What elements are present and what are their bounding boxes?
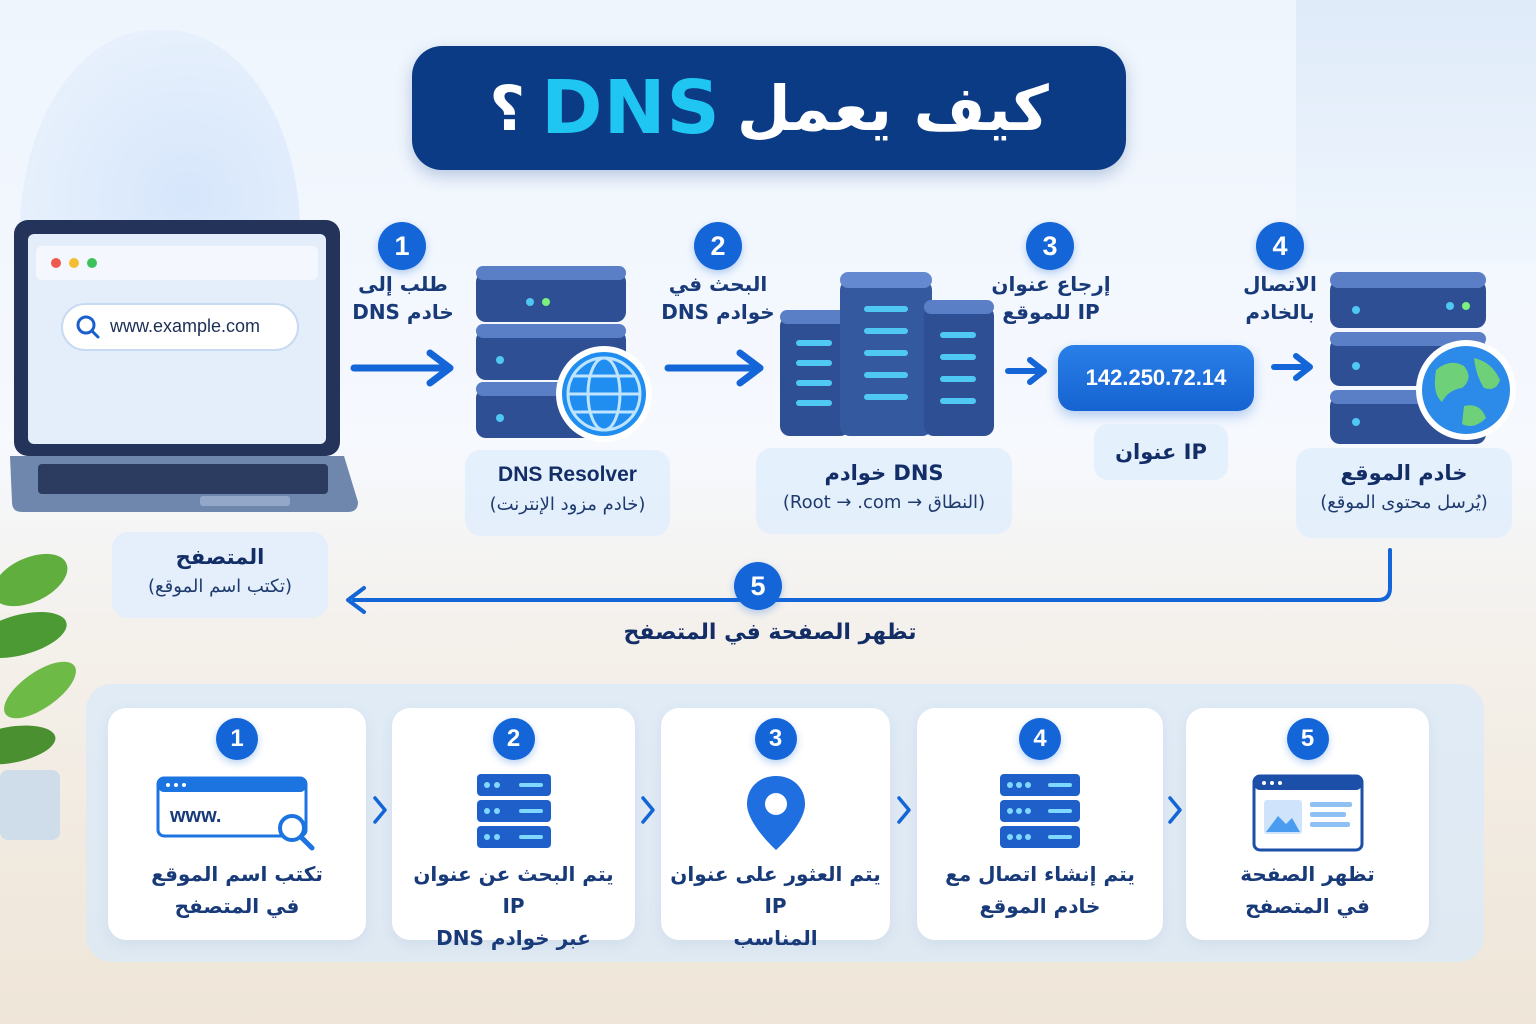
summary-card-5: 5 تظهر الصفحة في المتصفح [1186,708,1429,940]
browser-label: المتصفح (تكتب اسم الموقع) [112,532,328,618]
chevron-right-icon [373,796,387,824]
resolver-label: DNS Resolver (خادم مزود الإنترنت) [465,450,670,536]
dns-servers-cluster-icon [780,272,994,436]
summary-2-badge: 2 [492,718,535,760]
chevron-right-icon [641,796,655,824]
browser-url: www.example.com [109,316,260,336]
summary-1-badge: 1 [216,718,258,760]
arrow-1 [350,349,454,387]
summary-1-text: تكتب اسم الموقع في المتصفح [108,858,366,922]
step-1-badge: 1 [378,222,426,270]
chevron-right-icon [897,796,911,824]
web-server-title: خادم الموقع [1340,461,1468,485]
step-1-line2: خادم DNS [352,300,454,324]
chevron-right-icon [1168,796,1182,824]
title-question-mark: ؟ [489,71,526,145]
summary-4-badge: 4 [1019,718,1061,760]
summary-2-line1: يتم البحث عن عنوان IP [413,862,614,918]
summary-5-line2: في المتصفح [1245,894,1370,918]
step-2-badge: 2 [694,222,742,270]
server-icon [476,774,551,848]
server-stack-icon [1000,774,1080,848]
summary-3-line1: يتم العثور على عنوان IP [670,862,881,918]
step-2-line1: البحث في [668,272,768,296]
dns-servers-title: خوادم DNS [824,461,944,485]
step-1-text: طلب إلى خادم DNS [336,270,470,326]
return-arrow [346,548,1392,614]
web-server-sub: (يُرسل محتوى الموقع) [1320,492,1488,513]
title-banner: ؟ DNS كيف يعمل [412,46,1126,170]
summary-4-line2: خادم الموقع [979,894,1101,918]
step-3-line2: IP للموقع [1002,300,1100,324]
arrow-4 [1271,353,1313,381]
step-3-badge: 3 [1026,222,1074,270]
ip-address-pill: 142.250.72.14 [1058,345,1254,411]
browser-label-sub: (تكتب اسم الموقع) [148,576,292,597]
step-2-text: البحث في خوادم DNS [650,270,786,326]
dns-servers-sub: (Root → .com → النطاق) [782,492,986,513]
web-server-icon [1330,272,1516,444]
summary-4-text: يتم إنشاء اتصال مع خادم الموقع [917,858,1163,922]
step-5-badge: 5 [734,562,782,610]
title-dns: DNS [541,65,721,151]
summary-card-3: 3 يتم العثور على عنوان IP المناسب [661,708,890,950]
ip-address-label: عنوان IP [1094,424,1228,480]
step-2-line2: خوادم DNS [661,300,775,324]
web-server-label: خادم الموقع (يُرسل محتوى الموقع) [1296,448,1512,538]
laptop-illustration: www.example.com [10,220,358,512]
browser-search-icon: www. [156,776,315,851]
step-3-line1: إرجاع عنوان [991,272,1111,296]
resolver-sub: (خادم مزود الإنترنت) [489,494,646,515]
background-window [1296,0,1536,260]
step-4-badge: 4 [1256,222,1304,270]
step-1-line1: طلب إلى [358,272,448,296]
browser-search-icon-text: www. [169,805,221,827]
summary-1-line1: تكتب اسم الموقع [151,862,323,886]
summary-card-4: 4 يتم إنشاء اتصال مع خادم الموقع [917,708,1163,940]
location-pin-icon [746,776,805,850]
step-4-text: الاتصال بالخادم [1220,270,1340,326]
summary-2-text: يتم البحث عن عنوان IP عبر خوادم DNS [392,858,635,954]
summary-3-line2: المناسب [733,926,818,950]
summary-2-line2: عبر خوادم DNS [436,926,591,950]
arrow-3 [1005,357,1047,385]
dns-servers-label: خوادم DNS (Root → .com → النطاق) [756,448,1012,534]
step-3-text: إرجاع عنوان IP للموقع [986,270,1116,326]
summary-5-text: تظهر الصفحة في المتصفح [1186,858,1429,922]
summary-card-1: 1 www. تكتب اسم الموقع في المتصفح [108,708,366,940]
webpage-icon [1252,774,1363,852]
plant-decoration [0,553,76,840]
step-4-line1: الاتصال [1243,272,1317,296]
summary-4-line1: يتم إنشاء اتصال مع [945,862,1135,886]
summary-card-2: 2 يتم البحث عن عنوان IP عبر خوادم DNS [392,708,635,950]
browser-label-title: المتصفح [175,545,265,569]
step-5-text: تظهر الصفحة في المتصفح [623,620,917,645]
arrow-2 [664,349,764,387]
summary-3-text: يتم العثور على عنوان IP المناسب [661,858,890,954]
summary-5-line1: تظهر الصفحة [1240,862,1375,886]
resolver-title: DNS Resolver [498,463,637,486]
summary-3-badge: 3 [754,718,797,760]
summary-5-badge: 5 [1286,718,1329,760]
dns-resolver-server-icon [476,266,652,442]
step-4-line2: بالخادم [1245,300,1315,324]
summary-1-line2: في المتصفح [174,894,300,918]
title-arabic: كيف يعمل [736,71,1049,145]
